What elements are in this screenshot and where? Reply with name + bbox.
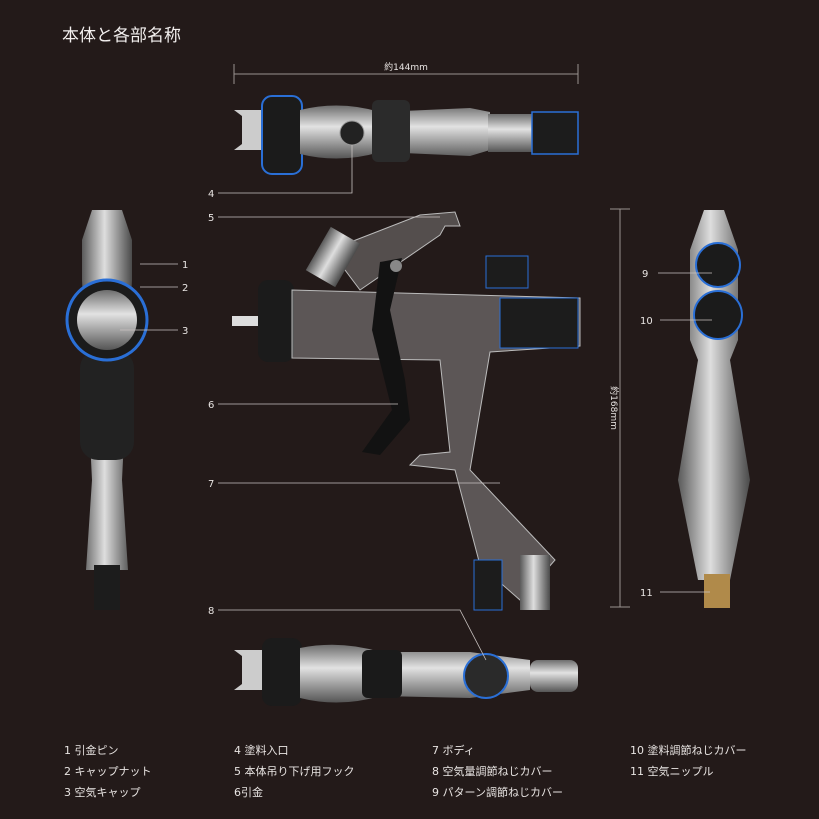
legend-item: 3 空気キャップ (64, 786, 141, 799)
legend-column-3: 7 ボディ 8 空気量調節ねじカバー 9 パターン調節ねじカバー (432, 740, 563, 803)
callout-9: 9 (642, 269, 648, 280)
callout-4: 4 (208, 189, 214, 200)
legend-column-4: 10 塗料調節ねじカバー 11 空気ニップル (630, 740, 747, 782)
legend-item: 2 キャップナット (64, 765, 152, 778)
height-dimension (610, 208, 630, 608)
legend-item: 11 空気ニップル (630, 765, 714, 778)
rear-view-gun (678, 210, 750, 608)
height-dimension-label: 約168mm (608, 386, 620, 430)
width-dimension-label: 約144mm (384, 61, 428, 73)
legend-item: 9 パターン調節ねじカバー (432, 786, 563, 799)
legend-item: 5 本体吊り下げ用フック (234, 765, 355, 778)
width-dimension (233, 64, 579, 84)
side-view-gun (232, 211, 581, 611)
callout-11: 11 (640, 588, 653, 599)
legend-item: 4 塗料入口 (234, 744, 289, 757)
page-title: 本体と各部名称 (62, 26, 181, 46)
legend-item: 6引金 (234, 786, 263, 799)
legend-item: 7 ボディ (432, 744, 475, 757)
legend-column-2: 4 塗料入口 5 本体吊り下げ用フック 6引金 (234, 740, 355, 803)
callout-3: 3 (182, 326, 188, 337)
callout-5: 5 (208, 213, 214, 224)
callout-2: 2 (182, 283, 188, 294)
top-view-gun (234, 95, 579, 175)
callout-7: 7 (208, 479, 214, 490)
front-view-gun (65, 210, 149, 610)
callout-1: 1 (182, 260, 188, 271)
callout-8: 8 (208, 606, 214, 617)
legend-item: 10 塗料調節ねじカバー (630, 744, 747, 757)
legend-column-1: 1 引金ピン 2 キャップナット 3 空気キャップ (64, 740, 152, 803)
legend-item: 8 空気量調節ねじカバー (432, 765, 553, 778)
callout-10: 10 (640, 316, 653, 327)
callout-6: 6 (208, 400, 214, 411)
legend-item: 1 引金ピン (64, 744, 119, 757)
bottom-view-gun (234, 638, 578, 706)
leader-lines (120, 145, 712, 661)
